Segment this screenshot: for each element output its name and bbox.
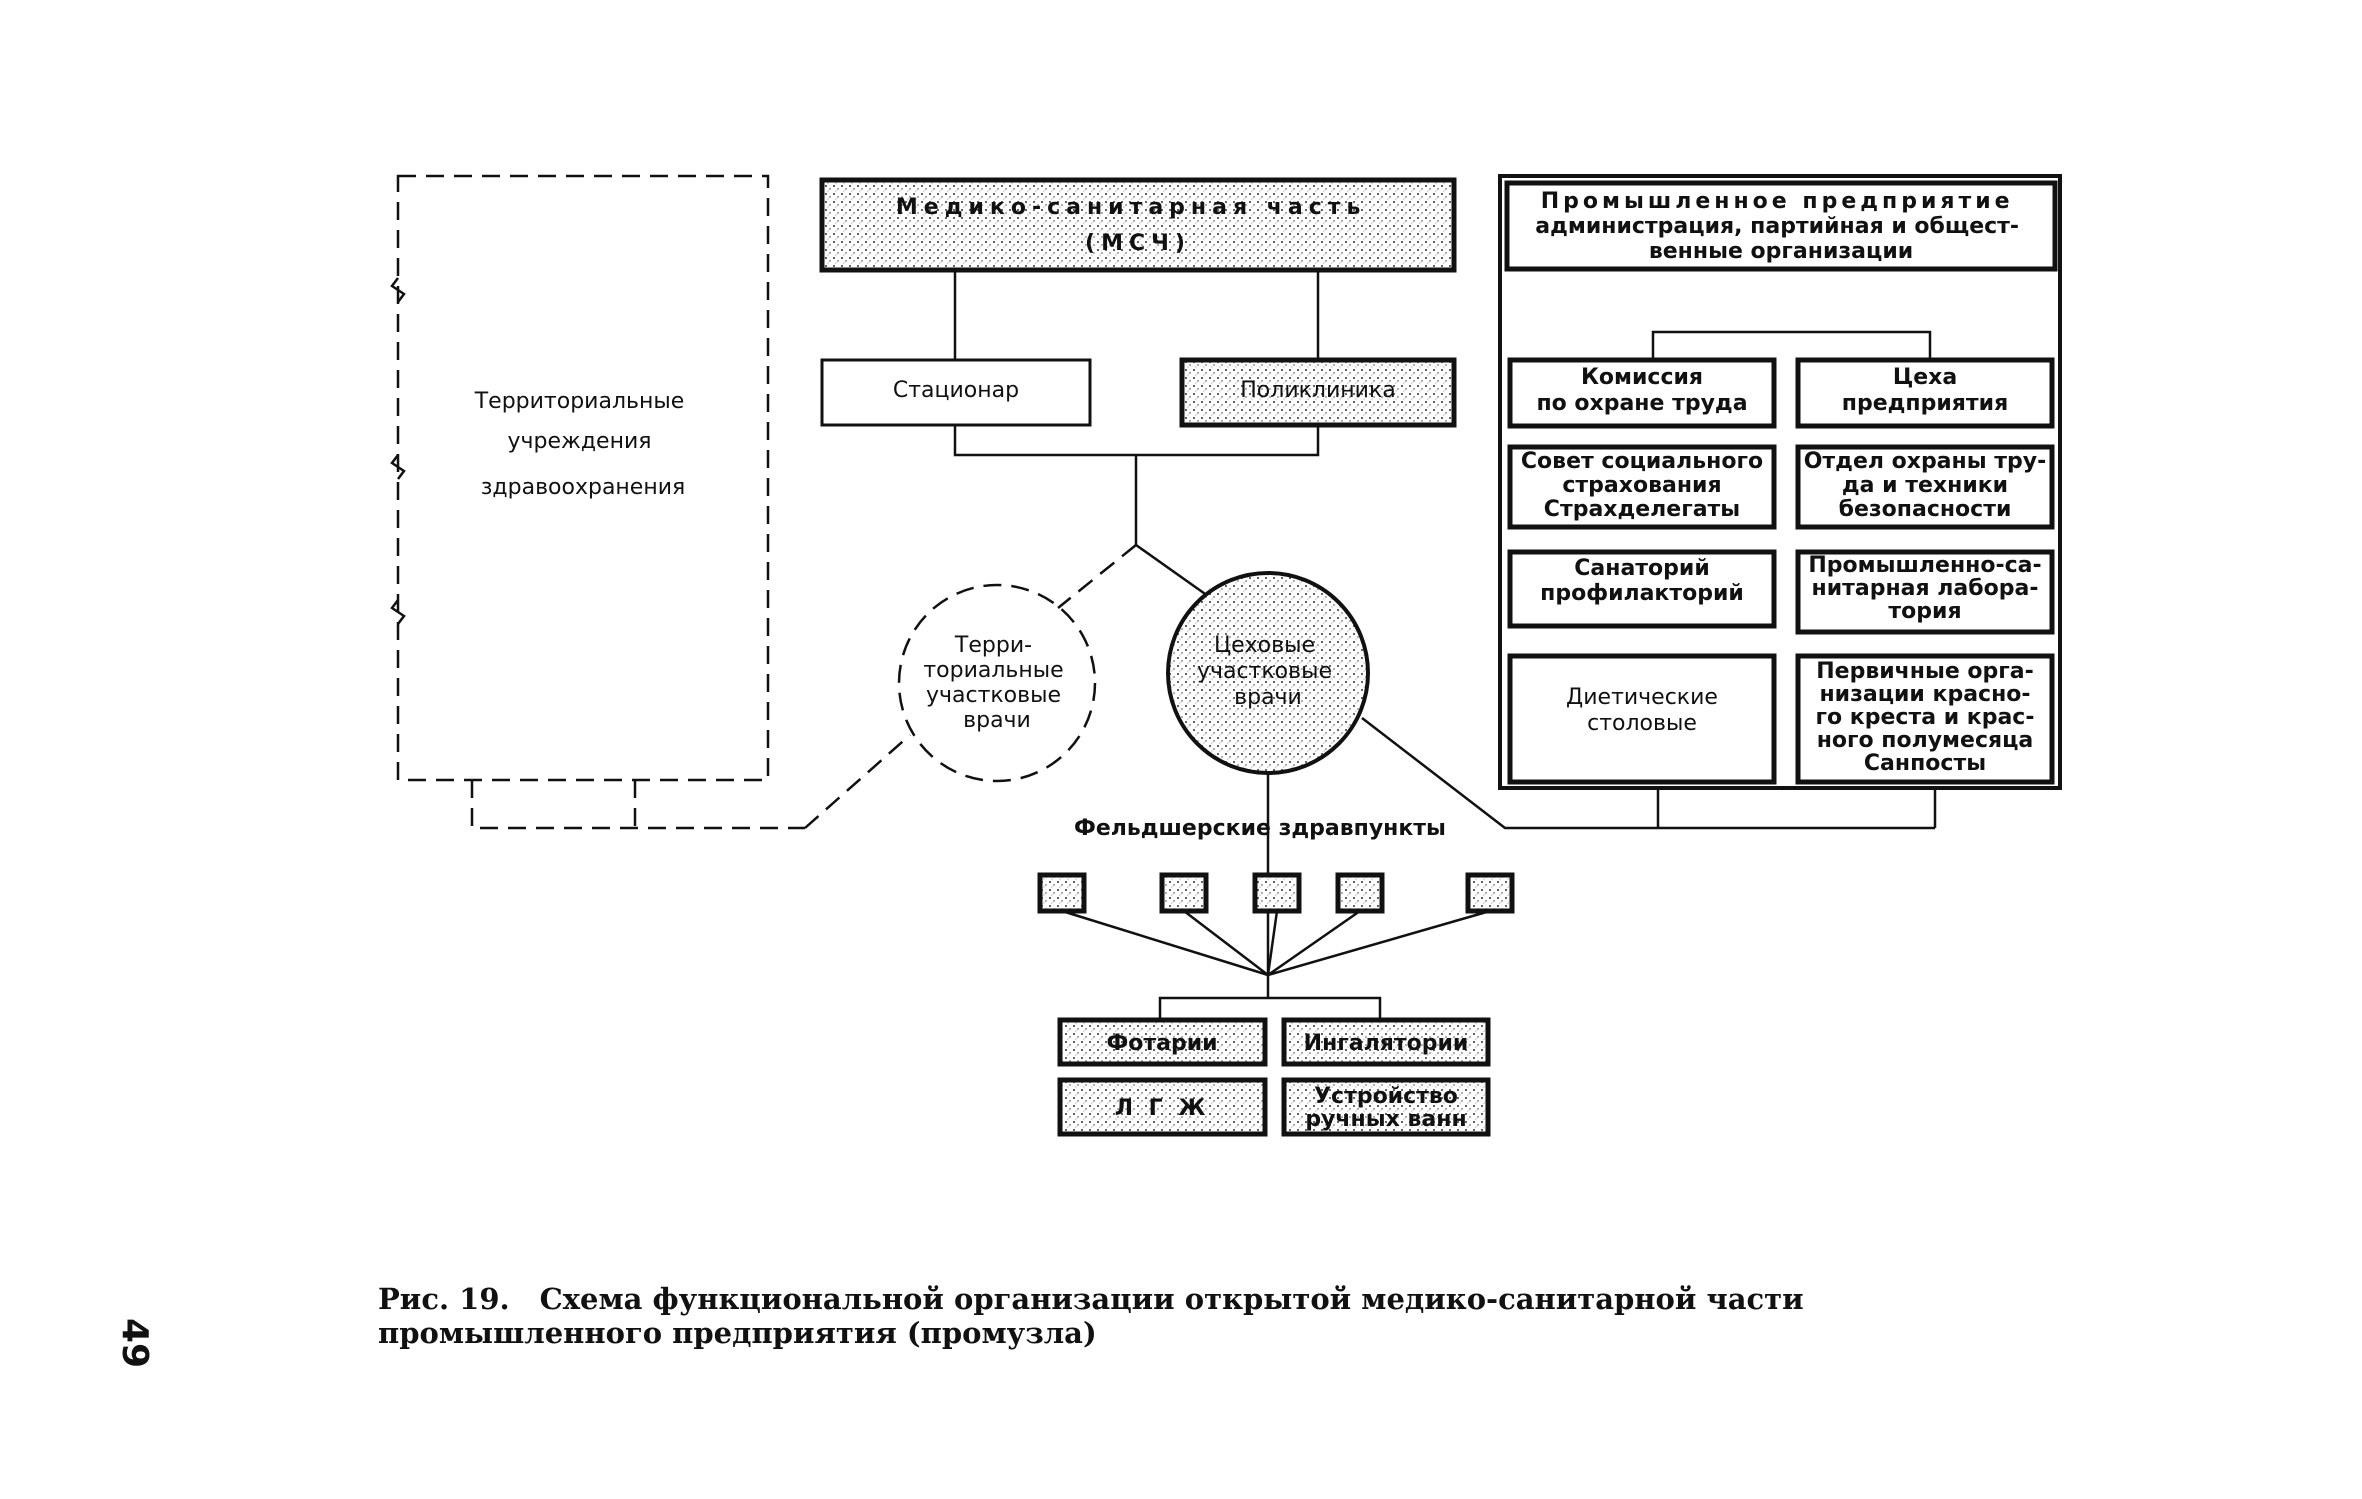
svg-text:Первичные орга-низации красно-: Первичные орга-низации красно-го креста … (1816, 659, 2035, 776)
msch-connectors (953, 270, 1320, 360)
page-number: 49 (114, 1318, 155, 1369)
svg-text:Л Г Ж: Л Г Ж (1115, 1096, 1210, 1121)
dashed-connector-left (470, 780, 805, 830)
red-cross-box: Первичные орга-низации красно-го креста … (1795, 653, 2055, 785)
caption-number: Рис. 19. (378, 1282, 510, 1316)
stacionar-poliklinika-join (953, 425, 1320, 545)
territorial-institutions-label: Территориальные учреждения здравоохранен… (474, 389, 692, 500)
svg-text:Стационар: Стационар (893, 378, 1019, 403)
shop-doctors-to-enterprise (1361, 717, 1935, 830)
svg-text:Цеховые участковые: Цеховые участковые врачи (1197, 633, 1339, 710)
dashed-connector-to-territorial-doctors (804, 734, 911, 829)
feldsher-point (1335, 872, 1385, 914)
enterprise-header-box: Промышленное предприятие администрация, … (1504, 180, 2058, 272)
shop-doctors-circle: Цеховые участковые врачи (1166, 571, 1370, 775)
svg-text:Фотарии: Фотарии (1106, 1031, 1217, 1056)
caption-text: Схема функциональной организации открыто… (378, 1282, 1804, 1350)
feldsher-points (1037, 872, 1515, 914)
lgzh-box: Л Г Ж (1057, 1077, 1268, 1137)
svg-text:Промышленное предприятие: Промышленное предприятие администрация, … (1535, 189, 2026, 264)
fotarii-box: Фотарии (1057, 1017, 1268, 1067)
svg-text:Ингалятории: Ингалятории (1304, 1031, 1469, 1056)
dashed-to-territorial-doctors (1057, 544, 1137, 609)
sanitary-lab-box: Промышленно-са-нитарная лабора-тория (1795, 549, 2055, 635)
feldsher-point (1037, 872, 1087, 914)
ingalyatorii-box: Ингалятории (1281, 1017, 1491, 1067)
territorial-institutions-box: Территориальные учреждения здравоохранен… (390, 174, 770, 782)
svg-text:Промышленно-са-нитарная лабора: Промышленно-са-нитарная лабора-тория (1808, 553, 2041, 624)
enterprise-split (1651, 330, 1932, 360)
svg-text:Медико-санитарная часть: Медико-санитарная часть (МСЧ) (896, 195, 1380, 256)
figure-caption: Рис. 19.Схема функциональной организации… (378, 1282, 2078, 1350)
stacionar-box: Стационар (820, 358, 1092, 427)
poliklinika-box: Поликлиника (1179, 357, 1457, 428)
feldsher-point (1159, 872, 1209, 914)
territorial-doctors-circle: Терри- ториальные участковые врачи (897, 583, 1097, 783)
enterprise-frame (1498, 174, 2062, 790)
line-to-shop-doctors (1135, 543, 1209, 598)
feldsher-point (1465, 872, 1515, 914)
svg-text:Поликлиника: Поликлиника (1240, 378, 1395, 403)
feldsher-label: Фельдшерские здравпункты (1074, 816, 1446, 841)
feldsher-point (1252, 872, 1302, 914)
enterprise-bottom-connectors (1656, 788, 1937, 828)
svg-text:Терри- ториальные: Терри- ториальные участковые врачи (923, 633, 1070, 733)
feldsher-lines (1061, 909, 1491, 977)
msch-box: Медико-санитарная часть (МСЧ) (819, 177, 1457, 273)
bottom-split (1158, 975, 1382, 1020)
